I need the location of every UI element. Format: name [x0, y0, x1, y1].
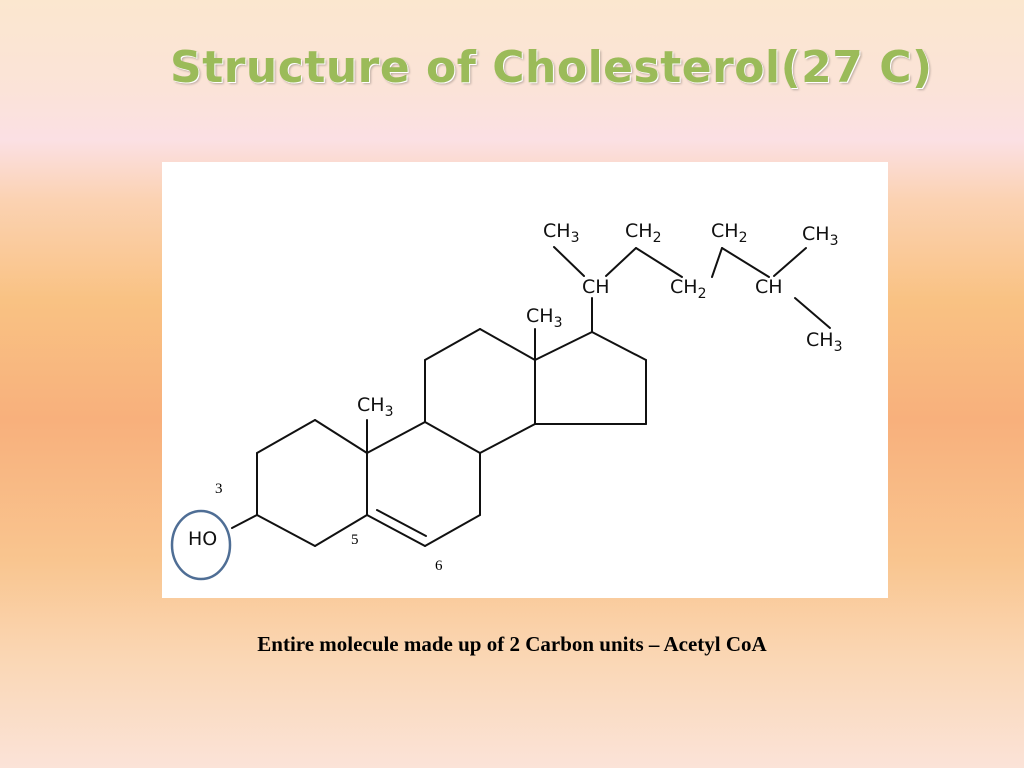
carbon-position-numbers: 3 5 6: [215, 481, 443, 574]
structure-diagram-panel: CH3 CH2 CH2 CH3 CH CH2 CH CH3 CH3 CH3 HO…: [162, 162, 888, 598]
carbon-number-6: 6: [435, 558, 443, 574]
slide-caption: Entire molecule made up of 2 Carbon unit…: [257, 632, 767, 656]
group-label-ch2: CH2: [670, 276, 706, 302]
group-label-ch: CH: [755, 276, 783, 298]
group-label-ch: CH: [582, 276, 610, 298]
group-label-ch3: CH3: [806, 329, 842, 355]
group-label-ho: HO: [188, 528, 217, 550]
hydroxyl-highlight-circle: [170, 509, 232, 581]
slide-title: Structure of Cholesterol(27 C): [170, 42, 933, 93]
group-label-ch3: CH3: [543, 220, 579, 246]
carbon-number-3: 3: [215, 481, 223, 497]
group-label-ch3: CH3: [357, 394, 393, 420]
bond-lines: [231, 246, 831, 547]
carbon-number-5: 5: [351, 532, 359, 548]
cholesterol-structure-diagram: CH3 CH2 CH2 CH3 CH CH2 CH CH3 CH3 CH3 HO…: [170, 220, 842, 581]
group-label-ch3: CH3: [526, 305, 562, 331]
group-label-ch3: CH3: [802, 223, 838, 249]
group-label-ch2: CH2: [711, 220, 747, 246]
chemical-group-labels: CH3 CH2 CH2 CH3 CH CH2 CH CH3 CH3 CH3 HO: [188, 220, 842, 550]
group-label-ch2: CH2: [625, 220, 661, 246]
